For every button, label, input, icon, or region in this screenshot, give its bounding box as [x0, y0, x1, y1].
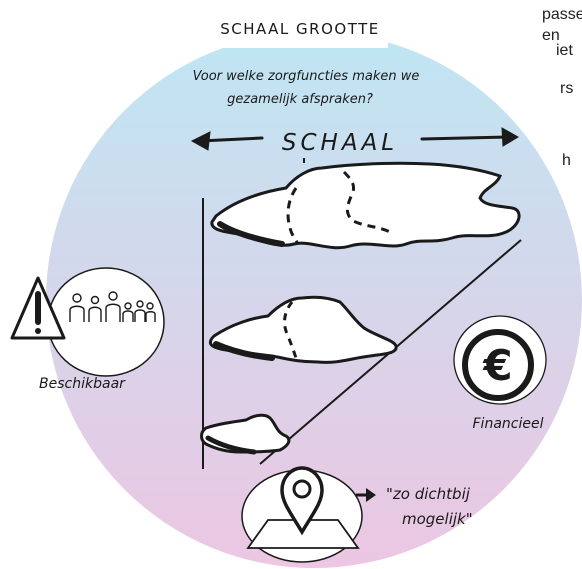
medium-region-shape — [209, 295, 398, 364]
scale-axis-arrow — [190, 127, 519, 151]
euro-icon: € — [462, 329, 534, 401]
question-line-2: gezamelijk afspraken? — [227, 92, 373, 107]
title-band — [212, 12, 388, 48]
people-icon — [69, 291, 156, 322]
quote-line-1: "zo dichtbij — [386, 485, 471, 503]
text-fragment-2: iet — [556, 42, 573, 59]
warning-icon — [10, 276, 66, 340]
quote-line-2: mogelijk" — [402, 510, 473, 528]
axis-label: SCHAAL — [282, 130, 398, 156]
question-line-1: Voor welke zorgfuncties maken we — [193, 69, 420, 84]
text-fragment-4: h — [562, 152, 571, 169]
arrow-right-icon — [356, 488, 376, 502]
diagram-title: SCHAAL GROOTTE — [220, 20, 380, 38]
availability-label: Beschikbaar — [39, 376, 126, 392]
svg-text:€: € — [482, 341, 512, 390]
financial-label: Financieel — [473, 416, 544, 432]
text-fragment-3: rs — [560, 80, 574, 97]
location-pin-icon — [246, 466, 360, 549]
large-region-shape — [210, 161, 521, 250]
small-region-shape — [200, 413, 291, 455]
text-fragment-1: passende en — [542, 6, 582, 44]
